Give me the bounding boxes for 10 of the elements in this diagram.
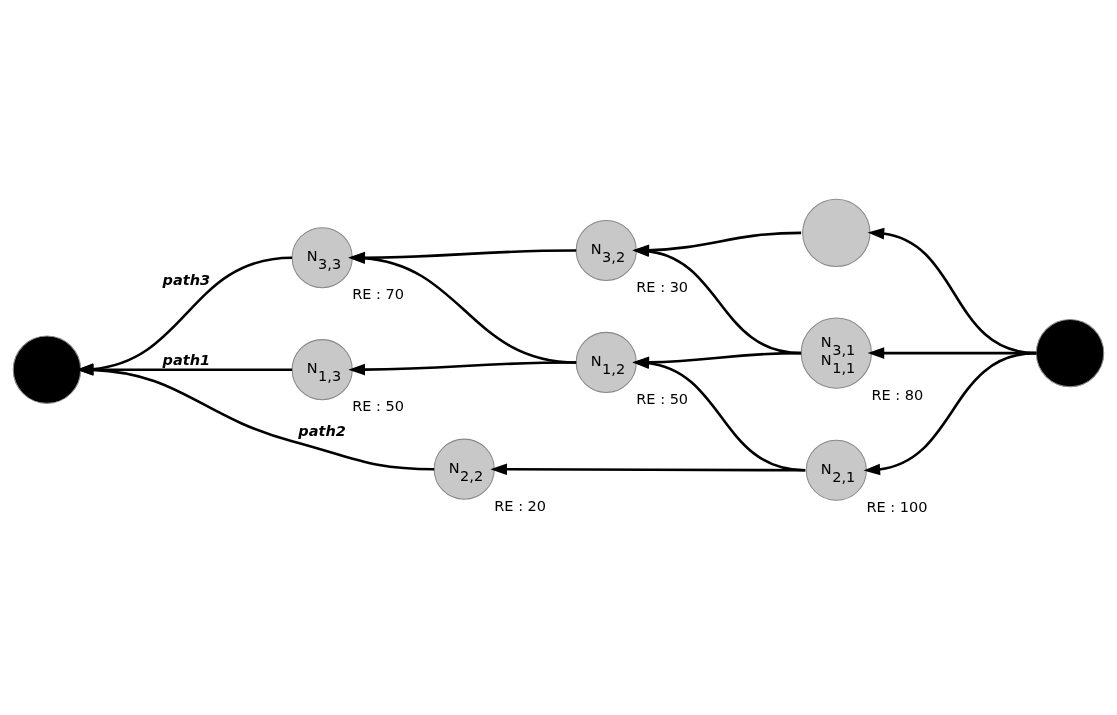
node-label: RE : 70 (352, 286, 405, 303)
node-label: RE : 80 (871, 386, 924, 403)
node-label: RE : 100 (866, 498, 928, 515)
edge-label: path2 (298, 423, 346, 440)
node-label: RE : 20 (494, 497, 547, 514)
node-label: RE : 50 (352, 398, 405, 415)
edge-label: path1 (162, 351, 211, 368)
edge-label: path3 (162, 271, 211, 288)
node-label: RE : 50 (636, 391, 689, 408)
node-label: RE : 30 (636, 279, 689, 296)
